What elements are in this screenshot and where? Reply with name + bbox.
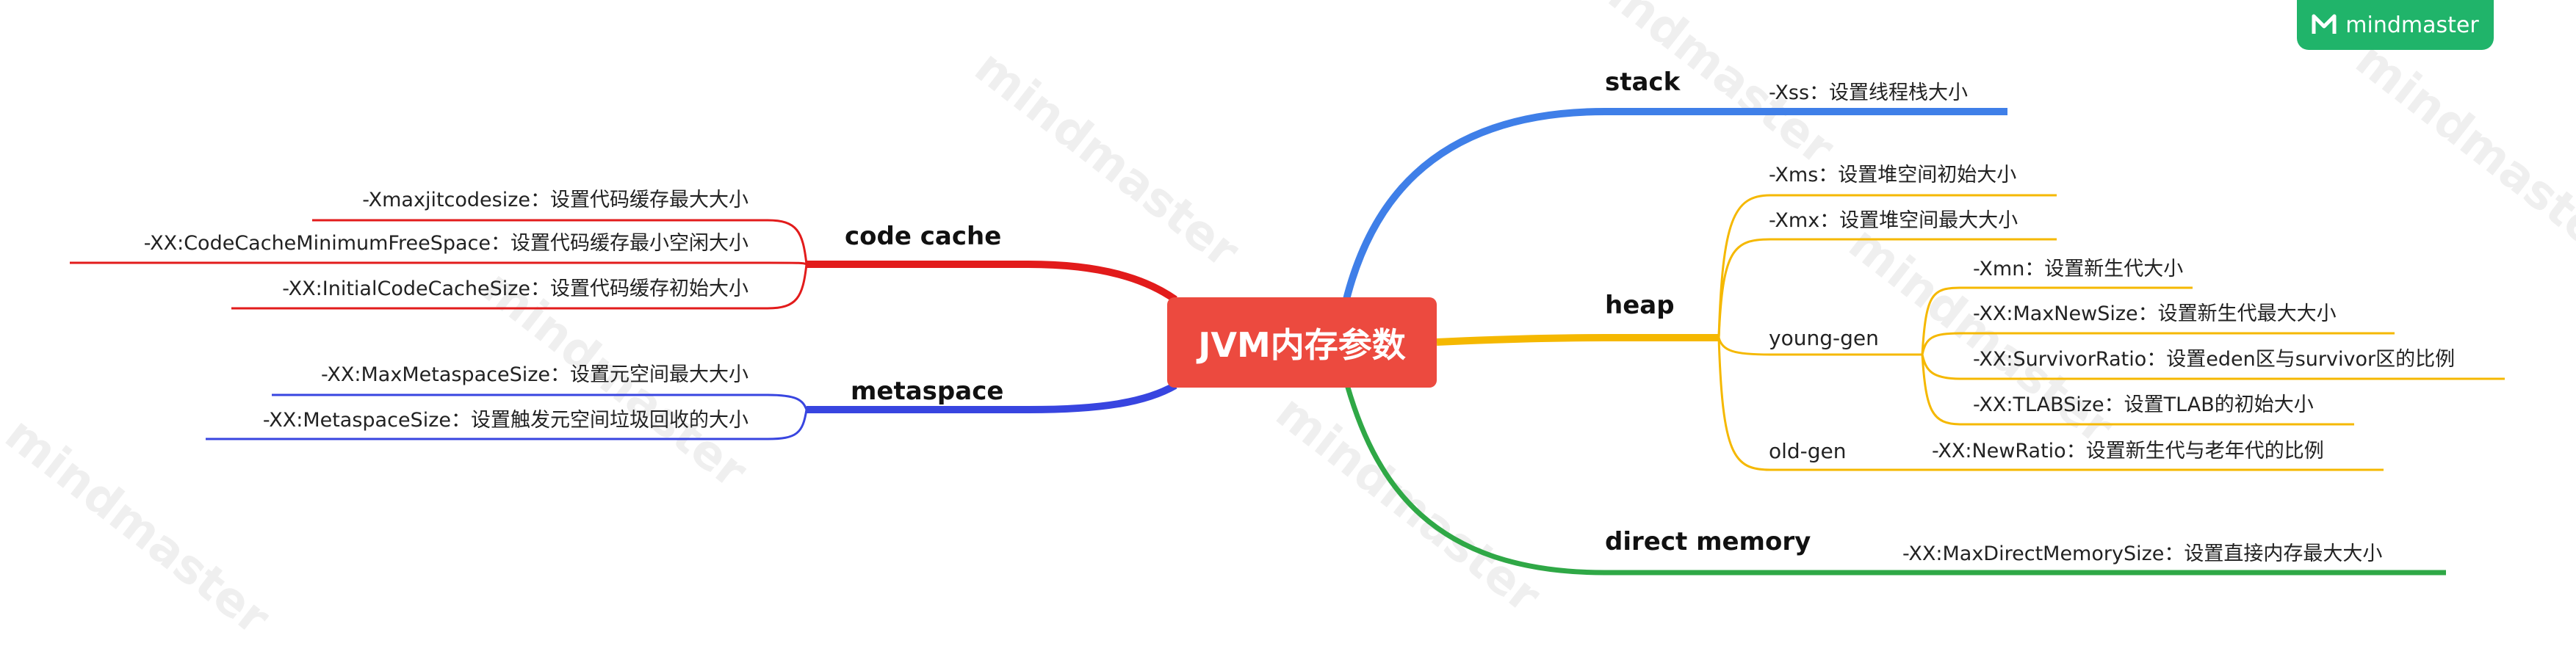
leaf-survivorratio[interactable]: -XX:SurvivorRatio：设置eden区与survivor区的比例 (1973, 348, 2456, 371)
branch-metaspace[interactable]: metaspace (851, 377, 1004, 406)
connector-xmx (1717, 238, 2057, 338)
leaf-xss[interactable]: -Xss：设置线程栈大小 (1769, 81, 1969, 104)
connector-direct-memory (1341, 374, 2446, 576)
leaf-maxnewsize[interactable]: -XX:MaxNewSize：设置新生代最大大小 (1973, 302, 2337, 325)
branch-code-cache[interactable]: code cache (845, 222, 1002, 251)
connector-tlabsize (1921, 354, 2354, 426)
connector-old-gen (1717, 337, 1922, 471)
leaf-initialcodecachesize[interactable]: -XX:InitialCodeCacheSize：设置代码缓存初始大小 (282, 277, 748, 300)
connector-heap (1436, 334, 1719, 346)
leaf-xmn[interactable]: -Xmn：设置新生代大小 (1973, 258, 2184, 280)
connector-metaspace (807, 382, 1177, 413)
connector-xms (1717, 194, 2057, 338)
connector-stack (1341, 108, 2007, 310)
mindmaster-logo: mindmaster (2297, 0, 2494, 50)
leaf-xms[interactable]: -Xms：设置堆空间初始大小 (1769, 164, 2017, 186)
leaf-xmaxjitcodesize[interactable]: -Xmaxjitcodesize：设置代码缓存最大大小 (362, 189, 748, 211)
leaf-xmx[interactable]: -Xmx：设置堆空间最大大小 (1769, 209, 2018, 232)
leaf-codecacheminimumfreespace[interactable]: -XX:CodeCacheMinimumFreeSpace：设置代码缓存最小空闲… (143, 232, 748, 255)
connector-metaspacesize (206, 409, 808, 440)
node-old-gen[interactable]: old-gen (1769, 439, 1847, 463)
leaf-maxmetaspacesize[interactable]: -XX:MaxMetaspaceSize：设置元空间最大大小 (321, 363, 748, 386)
leaf-tlabsize[interactable]: -XX:TLABSize：设置TLAB的初始大小 (1973, 393, 2314, 416)
central-topic[interactable]: JVM内存参数 (1167, 297, 1437, 388)
connector-maxnewsize (1921, 332, 2395, 355)
leaf-metaspacesize[interactable]: -XX:MetaspaceSize：设置触发元空间垃圾回收的大小 (262, 409, 748, 432)
branch-direct-memory[interactable]: direct memory (1605, 527, 1811, 556)
connector-codecacheminfree (70, 261, 807, 266)
mindmaster-logo-icon (2312, 14, 2337, 34)
connector-code-cache (807, 261, 1177, 303)
connector-initialcodecache (231, 264, 808, 310)
node-young-gen[interactable]: young-gen (1769, 326, 1879, 350)
connector-maxmetaspace (272, 393, 808, 410)
leaf-newratio[interactable]: -XX:NewRatio：设置新生代与老年代的比例 (1932, 440, 2324, 462)
branch-heap[interactable]: heap (1605, 291, 1675, 320)
connector-lines (70, 108, 2505, 576)
branch-stack[interactable]: stack (1605, 68, 1681, 97)
leaf-maxdirectmemorysize[interactable]: -XX:MaxDirectMemorySize：设置直接内存最大大小 (1902, 542, 2383, 565)
logo-text: mindmaster (2345, 12, 2479, 38)
connector-maxjitcode (312, 219, 808, 265)
connector-xmn (1921, 286, 2193, 355)
connector-young-gen (1717, 337, 1922, 356)
